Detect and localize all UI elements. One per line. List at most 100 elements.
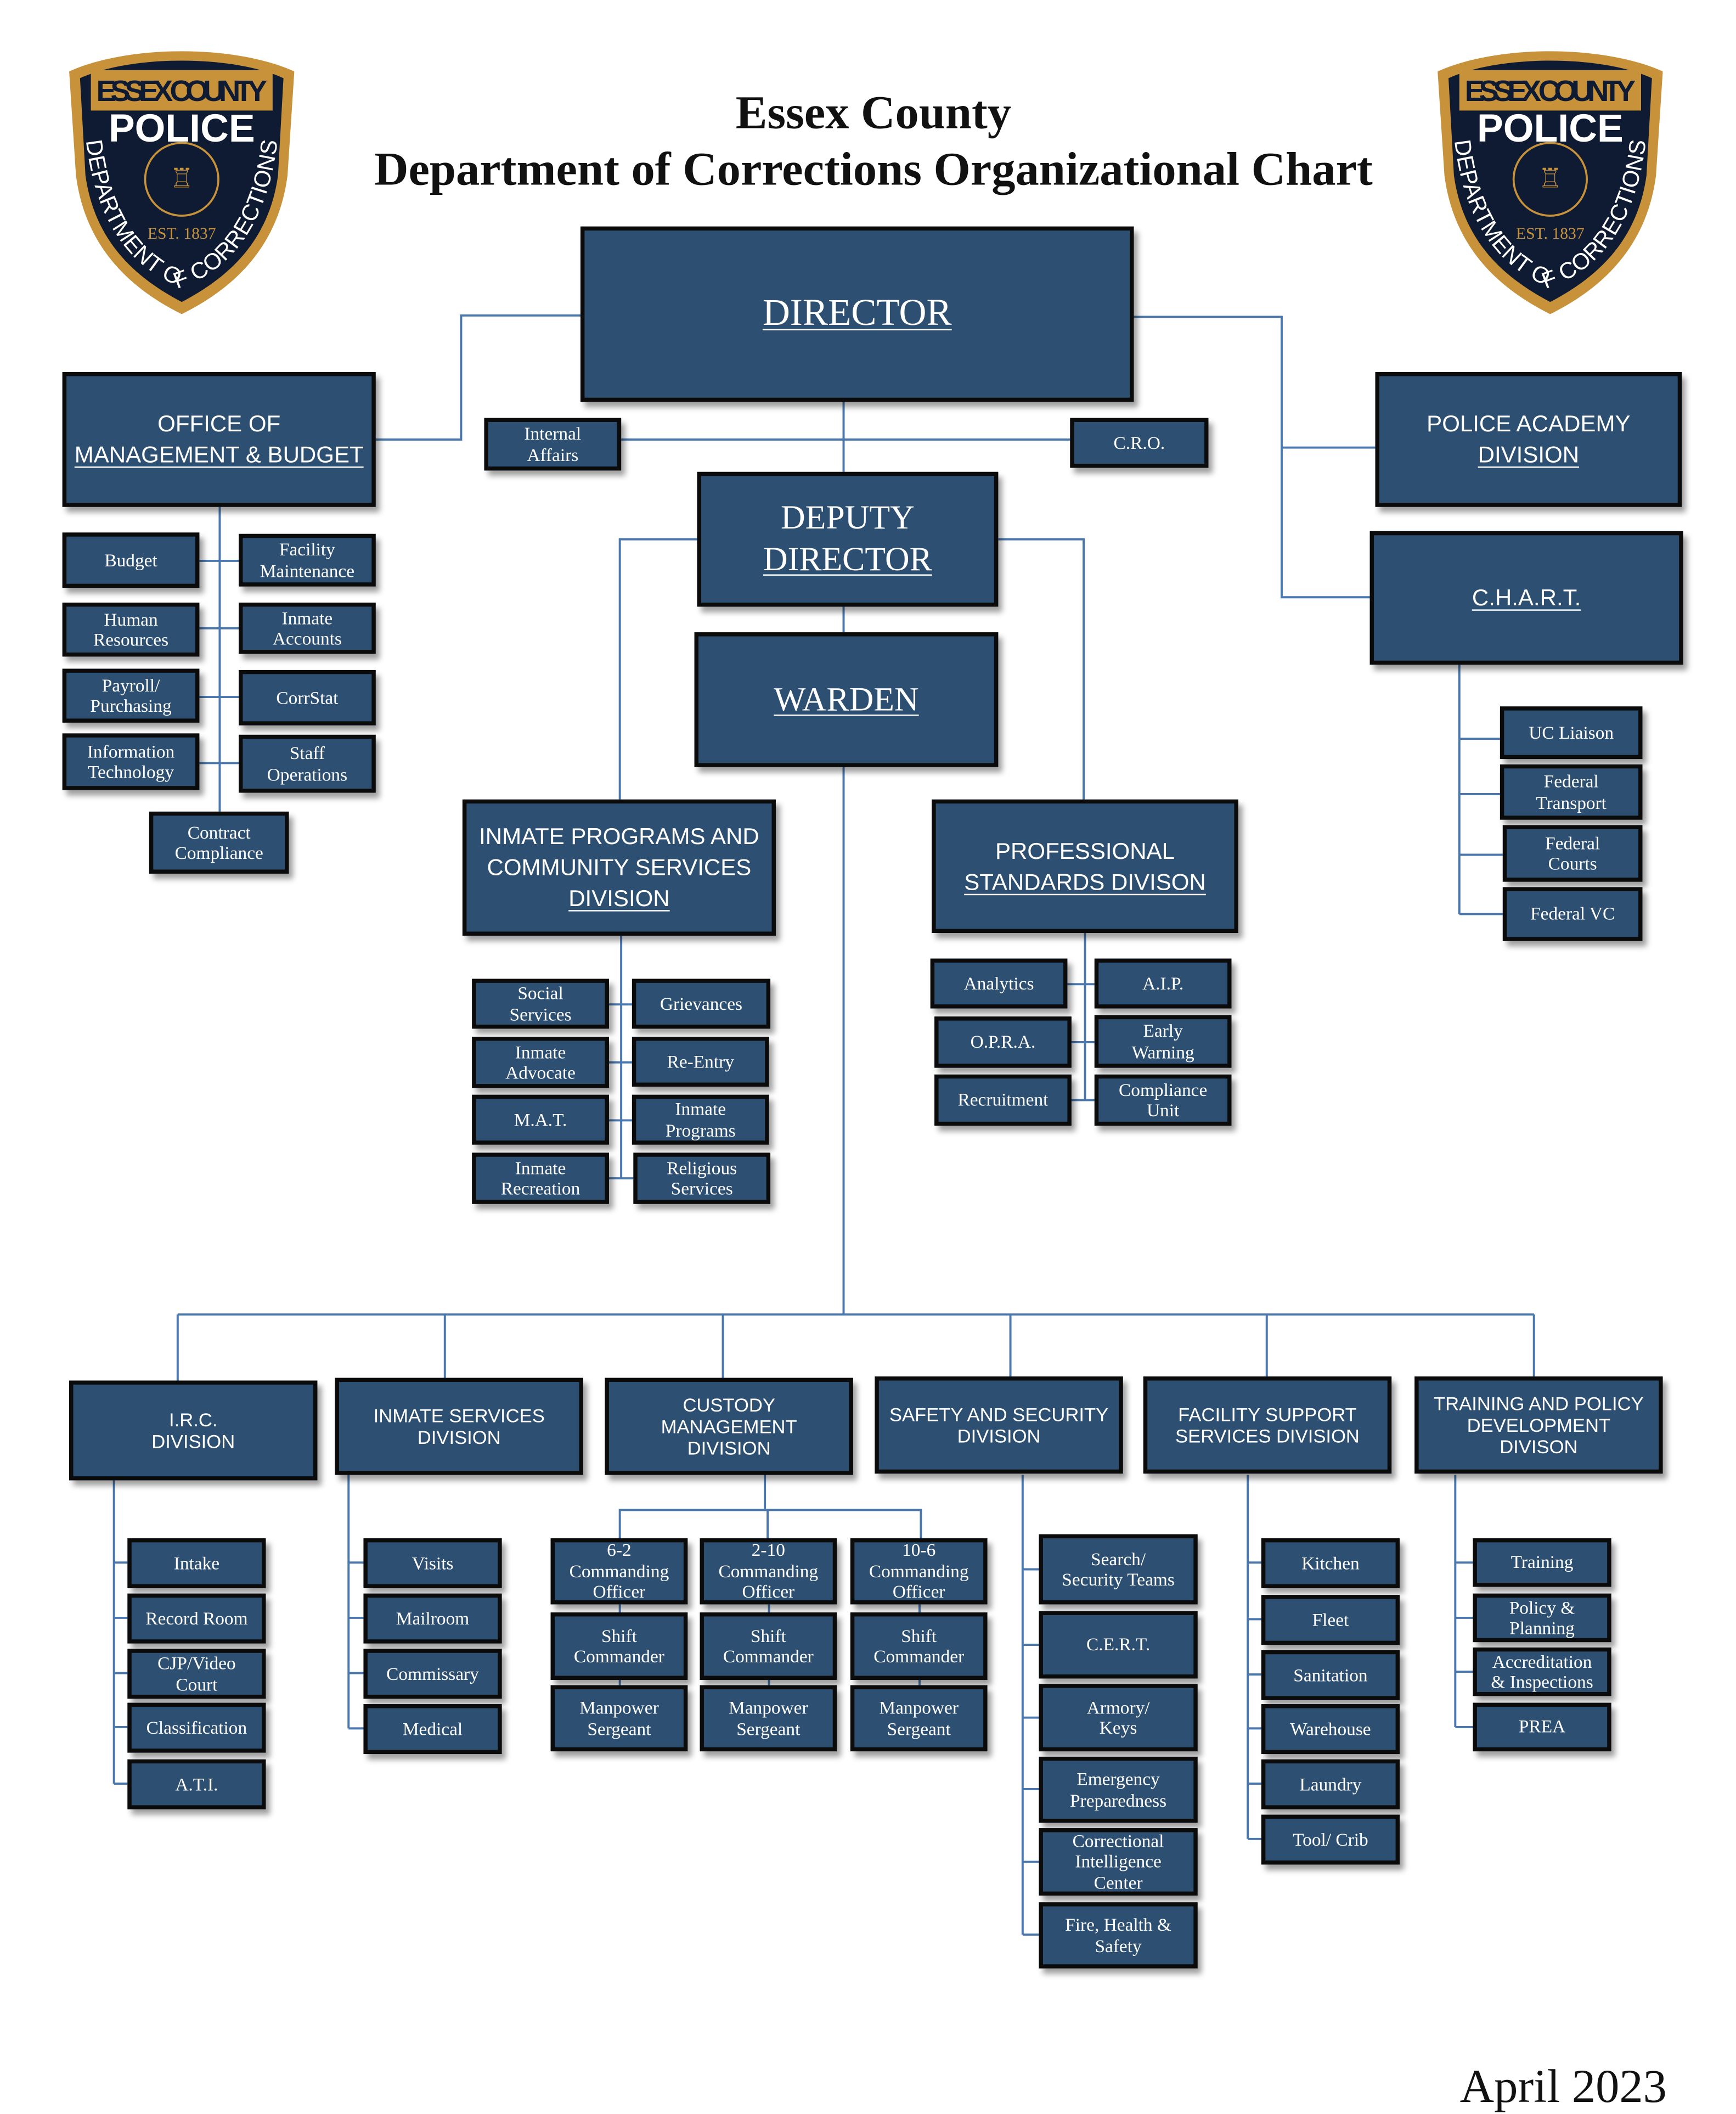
node-inmate-programs-div[interactable]: INMATE PROGRAMS AND COMMUNITY SERVICES DIV… — [462, 799, 776, 936]
node-chart[interactable]: C.H.A.R.T. — [1369, 531, 1683, 665]
node-label: Purchasing — [90, 695, 172, 716]
node-warehouse[interactable]: Warehouse — [1261, 1704, 1400, 1755]
node-irc[interactable]: I.R.C.DIVISION — [69, 1380, 318, 1481]
node-cro[interactable]: C.R.O. — [1070, 418, 1209, 468]
svg-text:EST. 1837: EST. 1837 — [148, 225, 216, 243]
node-intake[interactable]: Intake — [127, 1538, 266, 1588]
node-payroll[interactable]: Payroll/Purchasing — [62, 668, 200, 723]
node-label: 10-6 — [902, 1540, 936, 1560]
node-kitchen[interactable]: Kitchen — [1261, 1538, 1400, 1588]
node-grievances[interactable]: Grievances — [632, 979, 771, 1029]
node-federal-vc[interactable]: Federal VC — [1502, 887, 1643, 941]
node-corrstat[interactable]: CorrStat — [239, 670, 376, 726]
node-label: A.I.P. — [1142, 973, 1184, 993]
node-commissary[interactable]: Commissary — [363, 1649, 502, 1699]
node-fleet[interactable]: Fleet — [1261, 1595, 1400, 1645]
node-search-security[interactable]: Search/Security Teams — [1039, 1534, 1198, 1605]
node-medical[interactable]: Medical — [363, 1704, 502, 1755]
node-warden[interactable]: WARDEN — [694, 632, 999, 767]
node-label: Sergeant — [887, 1718, 951, 1739]
connector-line — [618, 538, 697, 800]
node-director[interactable]: DIRECTOR — [580, 226, 1134, 402]
node-tool-crib[interactable]: Tool/ Crib — [1261, 1814, 1400, 1865]
node-cert[interactable]: C.E.R.T. — [1039, 1611, 1198, 1679]
node-label: DEPUTY — [781, 500, 915, 537]
node-label: Policy & — [1509, 1596, 1575, 1617]
node-label: SERVICES DIVISION — [1175, 1425, 1360, 1447]
node-mat[interactable]: M.A.T. — [472, 1094, 609, 1145]
node-opra[interactable]: O.P.R.A. — [934, 1016, 1072, 1068]
node-fire-health[interactable]: Fire, Health &Safety — [1039, 1902, 1198, 1969]
node-label: COMMUNITY SERVICES — [487, 854, 752, 881]
node-classification[interactable]: Classification — [127, 1702, 266, 1753]
node-label: DEVELOPMENT — [1467, 1414, 1611, 1436]
node-policy-planning[interactable]: Policy &Planning — [1473, 1593, 1611, 1643]
connector-line — [618, 1509, 922, 1538]
node-label: INMATE PROGRAMS AND — [479, 823, 759, 850]
node-aip[interactable]: A.I.P. — [1094, 958, 1232, 1009]
node-label: DIVISION — [568, 885, 670, 912]
node-label: Facility — [279, 539, 335, 560]
node-label: M.A.T. — [514, 1109, 567, 1130]
node-ati[interactable]: A.T.I. — [127, 1759, 266, 1809]
node-reentry[interactable]: Re-Entry — [632, 1037, 769, 1087]
node-label: FACILITY SUPPORT — [1178, 1403, 1357, 1425]
node-accreditation[interactable]: Accreditation& Inspections — [1473, 1647, 1611, 1696]
node-visits[interactable]: Visits — [363, 1538, 502, 1588]
node-mailroom[interactable]: Mailroom — [363, 1593, 502, 1644]
node-armory[interactable]: Armory/Keys — [1039, 1684, 1198, 1752]
node-label: Sergeant — [736, 1718, 801, 1739]
node-label: Unit — [1146, 1100, 1180, 1121]
node-analytics[interactable]: Analytics — [930, 958, 1068, 1009]
node-uc-liaison[interactable]: UC Liaison — [1500, 706, 1643, 760]
node-sanitation[interactable]: Sanitation — [1261, 1650, 1400, 1700]
node-recruitment[interactable]: Recruitment — [934, 1074, 1072, 1126]
chart-subtitle: Department of Corrections Organizational… — [374, 143, 1373, 196]
node-label: Manpower — [579, 1697, 659, 1718]
node-training[interactable]: Training — [1473, 1538, 1611, 1587]
node-prea[interactable]: PREA — [1473, 1702, 1611, 1752]
node-record-room[interactable]: Record Room — [127, 1593, 266, 1644]
node-budget[interactable]: Budget — [62, 532, 200, 588]
node-label: DIVISON — [1500, 1436, 1578, 1458]
node-laundry[interactable]: Laundry — [1261, 1759, 1400, 1809]
node-label: Visits — [412, 1553, 454, 1573]
